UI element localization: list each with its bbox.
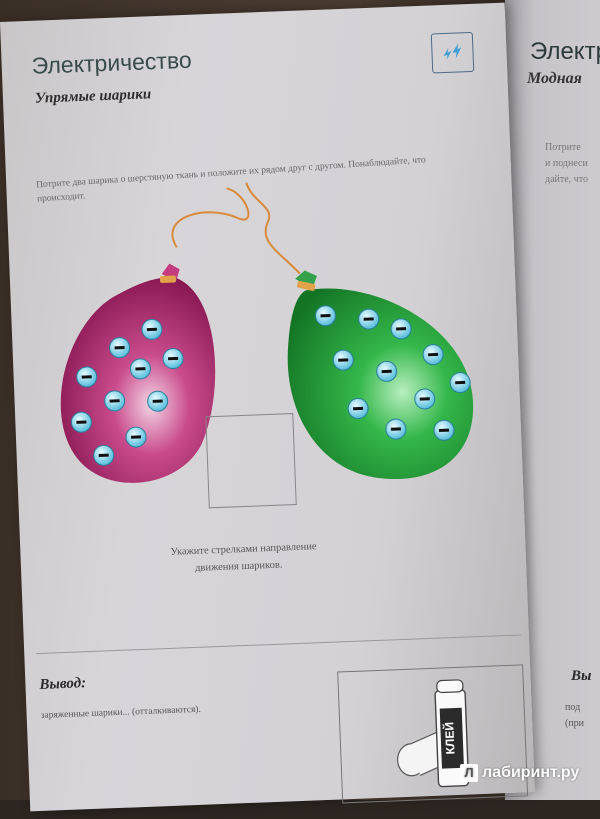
- right-page-text: Потрите и поднеси дайте, что: [545, 142, 588, 185]
- minus-sign: [390, 427, 401, 431]
- negative-charge-icon: [70, 411, 92, 433]
- left-balloon: [60, 263, 216, 483]
- negative-charge-icon: [147, 390, 169, 412]
- minus-sign: [81, 375, 92, 379]
- negative-charge-icon: [433, 419, 455, 441]
- negative-charge-icon: [109, 337, 131, 359]
- right-page-title: Электр: [530, 38, 600, 65]
- glue-illustration-box: КЛЕЙ: [337, 664, 529, 804]
- right-page-conclusion-heading: Вы: [571, 668, 592, 684]
- lightning-icon: [430, 31, 475, 74]
- left-string: [171, 187, 250, 248]
- negative-charge-icon: [162, 348, 184, 370]
- negative-charge-icon: [422, 344, 444, 366]
- labirint-logo-icon: Л: [460, 764, 478, 782]
- negative-charge-icon: [390, 318, 412, 340]
- minus-sign: [130, 435, 142, 439]
- negative-charge-icon: [129, 358, 151, 380]
- minus-sign: [428, 352, 439, 357]
- negative-charge-icon: [125, 426, 147, 448]
- minus-sign: [98, 453, 109, 458]
- balloons-illustration: [60, 182, 474, 483]
- answer-square[interactable]: [205, 413, 297, 509]
- minus-sign: [353, 406, 364, 411]
- negative-charge-icon: [358, 308, 380, 330]
- minus-sign: [146, 327, 157, 332]
- glue-label: КЛЕЙ: [441, 722, 457, 755]
- charges: [70, 305, 471, 466]
- left-page: Электричество Упрямые шарики Потрите два…: [0, 2, 535, 812]
- right-string: [245, 182, 301, 275]
- watermark-text: лабиринт.ру: [482, 764, 580, 781]
- minus-sign: [114, 345, 125, 350]
- minus-sign: [363, 317, 374, 321]
- minus-sign: [109, 399, 120, 403]
- negative-charge-icon: [414, 388, 436, 410]
- minus-sign: [381, 369, 392, 374]
- negative-charge-icon: [76, 366, 98, 388]
- negative-charge-icon: [104, 390, 126, 412]
- conclusion-heading: Вывод:: [39, 675, 87, 693]
- watermark: Л лабиринт.ру: [460, 764, 579, 782]
- minus-sign: [338, 358, 349, 362]
- glue-stick: КЛЕЙ: [434, 679, 470, 788]
- negative-charge-icon: [449, 372, 471, 394]
- minus-sign: [419, 397, 430, 401]
- right-balloon: [287, 270, 474, 479]
- right-page-bottom-text: под (при: [565, 702, 585, 729]
- negative-charge-icon: [347, 398, 369, 420]
- minus-sign: [167, 356, 179, 361]
- negative-charge-icon: [376, 360, 398, 382]
- negative-charge-icon: [141, 318, 163, 340]
- negative-charge-icon: [93, 444, 115, 466]
- minus-sign: [152, 399, 163, 403]
- conclusion-text: заряженные шарики... (отталкиваются).: [40, 704, 202, 721]
- right-page-subtitle: Модная: [527, 70, 582, 87]
- minus-sign: [438, 428, 450, 432]
- minus-sign: [76, 420, 87, 424]
- minus-sign: [135, 367, 146, 371]
- negative-charge-icon: [315, 305, 337, 327]
- minus-sign: [320, 314, 331, 318]
- negative-charge-icon: [332, 349, 354, 371]
- minus-sign: [396, 327, 407, 331]
- negative-charge-icon: [385, 418, 407, 440]
- minus-sign: [455, 380, 466, 385]
